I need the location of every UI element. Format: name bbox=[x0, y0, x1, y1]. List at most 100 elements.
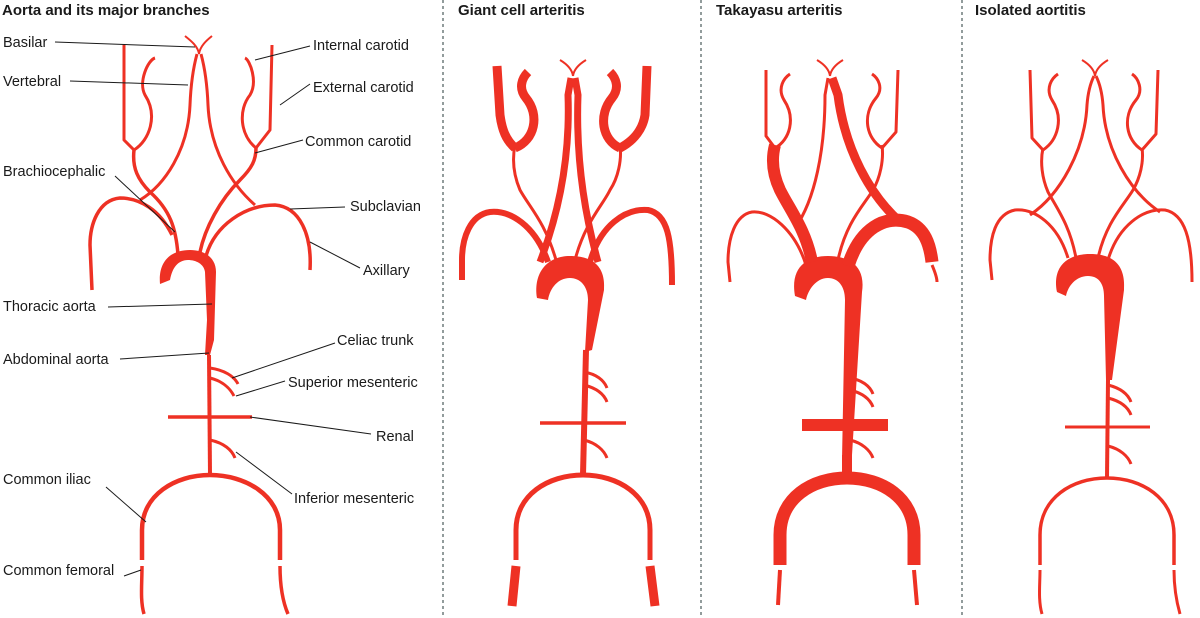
common-iliac-arteries bbox=[139, 472, 283, 560]
panel-title-takayasu-arteritis: Takayasu arteritis bbox=[716, 2, 842, 19]
ta-left-external-carotid bbox=[865, 72, 883, 150]
label-external-carotid: External carotid bbox=[313, 80, 414, 96]
ta-ima bbox=[849, 438, 875, 459]
leader-external-carotid bbox=[279, 83, 311, 106]
label-common-iliac: Common iliac bbox=[3, 472, 91, 488]
ia-subclavian-left bbox=[1106, 208, 1194, 283]
ia-left-internal-carotid bbox=[1140, 69, 1160, 151]
leader-basilar bbox=[54, 41, 196, 48]
label-vertebral: Vertebral bbox=[3, 74, 61, 90]
right-external-carotid bbox=[133, 56, 156, 152]
basilar bbox=[184, 35, 213, 55]
ta-vertebral-left bbox=[827, 76, 904, 226]
gca-vertebral-left bbox=[571, 77, 602, 263]
superior-mesenteric bbox=[209, 376, 236, 397]
ta-subclavian-left bbox=[841, 213, 939, 269]
vertebral-left bbox=[199, 53, 256, 207]
label-internal-carotid: Internal carotid bbox=[313, 38, 409, 54]
ia-basilar bbox=[1081, 59, 1109, 77]
ia-vertebral-left bbox=[1094, 75, 1161, 214]
gca-sma bbox=[583, 383, 609, 403]
gca-femoral-right bbox=[645, 565, 660, 607]
leader-renal bbox=[249, 416, 372, 435]
leader-axillary bbox=[309, 241, 361, 269]
ia-celiac bbox=[1107, 383, 1133, 403]
normal-panel-labels: Basilar Vertebral Brachiocephalic Thorac… bbox=[3, 35, 421, 579]
leader-internal-carotid bbox=[254, 45, 311, 61]
label-abdominal-aorta: Abdominal aorta bbox=[3, 352, 110, 368]
panel-title-giant-cell-arteritis: Giant cell arteritis bbox=[458, 2, 585, 19]
left-common-carotid bbox=[198, 147, 258, 253]
common-femoral-left bbox=[139, 565, 146, 615]
ta-femoral-left bbox=[776, 569, 782, 606]
label-common-femoral: Common femoral bbox=[3, 563, 114, 579]
label-brachiocephalic: Brachiocephalic bbox=[3, 164, 105, 180]
ia-abdominal-aorta bbox=[1105, 379, 1110, 479]
ia-femoral-left bbox=[1038, 569, 1044, 615]
panel-title-isolated-aortitis: Isolated aortitis bbox=[975, 2, 1086, 19]
label-renal: Renal bbox=[376, 429, 414, 445]
gca-left-external-carotid bbox=[599, 68, 623, 153]
abdominal-aorta bbox=[207, 354, 212, 476]
ta-right-external-carotid bbox=[774, 72, 792, 150]
ta-aortic-arch bbox=[794, 256, 863, 460]
inferior-mesenteric bbox=[209, 438, 237, 459]
ta-vertebral-right bbox=[793, 77, 830, 229]
leader-thoracic-aorta bbox=[107, 303, 213, 308]
label-basilar: Basilar bbox=[3, 35, 47, 51]
takayasu-arteritis-tree bbox=[726, 59, 939, 606]
ia-left-external-carotid bbox=[1125, 72, 1143, 152]
ta-basilar bbox=[816, 59, 844, 77]
right-internal-carotid bbox=[122, 45, 136, 152]
gca-aortic-arch bbox=[536, 256, 605, 352]
ia-sma bbox=[1107, 396, 1133, 416]
gca-ima bbox=[583, 438, 609, 459]
aortic-arch bbox=[159, 250, 216, 355]
leader-superior-mesenteric bbox=[235, 380, 286, 397]
label-inferior-mesenteric: Inferior mesenteric bbox=[294, 491, 414, 507]
celiac-trunk bbox=[209, 366, 240, 385]
left-internal-carotid bbox=[254, 44, 274, 149]
leader-abdominal-aorta bbox=[119, 352, 210, 360]
gca-celiac bbox=[583, 370, 609, 389]
gca-left-internal-carotid bbox=[617, 65, 652, 152]
ia-left-carotid bbox=[1096, 147, 1144, 259]
ta-celiac bbox=[849, 376, 875, 395]
gca-right-external-carotid bbox=[512, 68, 539, 153]
label-thoracic-aorta: Thoracic aorta bbox=[3, 299, 97, 315]
ta-left-subclavian-distal bbox=[930, 264, 939, 283]
gca-femoral-left bbox=[507, 565, 521, 607]
leader-vertebral bbox=[69, 80, 189, 86]
label-common-carotid: Common carotid bbox=[305, 134, 411, 150]
label-axillary: Axillary bbox=[363, 263, 410, 279]
gca-subclavian-right bbox=[459, 208, 551, 280]
gca-abdominal-aorta bbox=[580, 349, 589, 476]
label-superior-mesenteric: Superior mesenteric bbox=[288, 375, 418, 391]
gca-left-carotid bbox=[573, 144, 622, 261]
gca-basilar bbox=[559, 59, 587, 77]
gca-subclavian-left bbox=[587, 206, 675, 286]
left-external-carotid bbox=[240, 56, 258, 150]
ta-subclavian-right bbox=[726, 210, 808, 283]
leader-common-carotid bbox=[254, 139, 304, 154]
label-celiac-trunk: Celiac trunk bbox=[337, 333, 414, 349]
ta-left-internal-carotid bbox=[880, 69, 900, 149]
vertebral-right bbox=[139, 53, 199, 202]
ta-iliacs bbox=[773, 471, 921, 565]
gca-vertebral-right bbox=[536, 77, 575, 264]
common-femoral-right bbox=[278, 565, 290, 615]
ia-ima bbox=[1107, 444, 1133, 465]
left-subclavian bbox=[204, 203, 312, 271]
ta-femoral-right bbox=[912, 569, 919, 606]
isolated-aortitis-tree bbox=[988, 59, 1194, 615]
ia-femoral-right bbox=[1172, 569, 1182, 615]
normal-arterial-tree bbox=[88, 35, 312, 615]
panel-title-normal: Aorta and its major branches bbox=[2, 2, 210, 19]
gca-brachiocephalic bbox=[512, 144, 558, 261]
ia-aortic-arch bbox=[1056, 254, 1125, 380]
ia-vertebral-right bbox=[1029, 75, 1096, 217]
ta-right-internal-carotid bbox=[764, 70, 777, 149]
ta-sma bbox=[849, 388, 875, 408]
leader-brachiocephalic bbox=[114, 175, 176, 233]
